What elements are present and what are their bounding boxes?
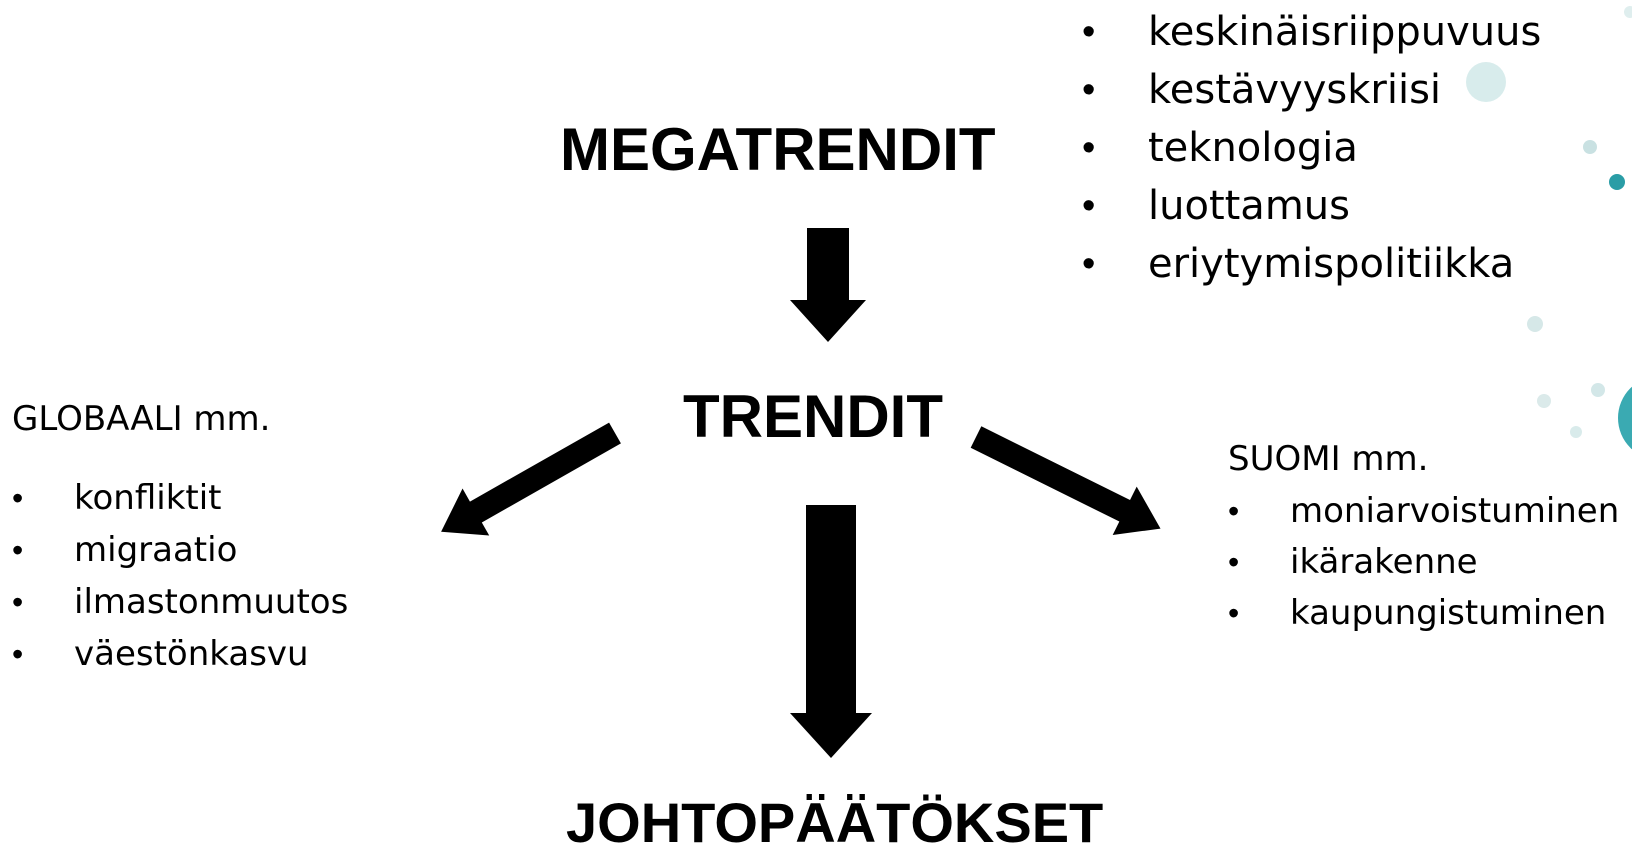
bullet-icon: • (12, 532, 24, 568)
global-trend-list: • konfliktit • migraatio • ilmastonmuutos •… (12, 472, 348, 680)
bullet-icon: • (1082, 185, 1096, 227)
megatrend-label: luottamus (1148, 183, 1350, 229)
decor-dot (1583, 140, 1597, 154)
decor-dot (1527, 316, 1543, 332)
decor-dot (1537, 394, 1551, 408)
megatrendit-heading: MEGATRENDIT (560, 116, 996, 183)
global-title: GLOBAALI mm. (12, 399, 271, 439)
global-trend-label: migraatio (74, 530, 238, 570)
bullet-icon: • (12, 636, 24, 672)
bullet-icon: • (1228, 595, 1240, 631)
decor-dot (1570, 426, 1582, 438)
list-item: • keskinäisriippuvuus (1082, 3, 1541, 61)
bullet-icon: • (1228, 493, 1240, 529)
megatrend-label: eriytymispolitiikka (1148, 241, 1515, 287)
decor-dot (1466, 62, 1506, 102)
arrow-down-trendit-to-johtopaatokset (790, 505, 872, 758)
list-item: • ilmastonmuutos (12, 576, 348, 628)
list-item: • kaupungistuminen (1228, 588, 1619, 639)
global-trend-label: ilmastonmuutos (74, 582, 349, 622)
bullet-icon: • (12, 584, 24, 620)
megatrend-label: kestävyyskriisi (1148, 67, 1442, 113)
arrow-down-megatrendit-to-trendit (790, 228, 866, 342)
decor-dot (1618, 386, 1632, 450)
list-item: • kestävyyskriisi (1082, 61, 1541, 119)
bullet-icon: • (1082, 11, 1096, 53)
list-item: • konfliktit (12, 472, 348, 524)
megatrend-label: teknologia (1148, 125, 1358, 171)
arrow-right-to-finland (970, 426, 1161, 535)
bullet-icon: • (12, 480, 24, 516)
list-item: • ikärakenne (1228, 537, 1619, 588)
finland-trend-label: moniarvoistuminen (1290, 491, 1620, 531)
decor-dot (1591, 383, 1605, 397)
bullet-icon: • (1082, 127, 1096, 169)
decor-dot (1609, 174, 1625, 190)
list-item: • väestönkasvu (12, 628, 348, 680)
bullet-icon: • (1082, 69, 1096, 111)
list-item: • eriytymispolitiikka (1082, 235, 1541, 293)
trendit-heading: TRENDIT (683, 383, 943, 450)
list-item: • luottamus (1082, 177, 1541, 235)
list-item: • moniarvoistuminen (1228, 486, 1619, 537)
finland-trend-list: • moniarvoistuminen • ikärakenne • kaupungi… (1228, 486, 1619, 639)
johtopaatokset-heading: JOHTOPÄÄTÖKSET (566, 791, 1104, 854)
global-trend-label: konfliktit (74, 478, 222, 518)
bullet-icon: • (1082, 243, 1096, 285)
megatrend-list: • keskinäisriippuvuus • kestävyyskriisi • t… (1082, 3, 1541, 293)
bullet-icon: • (1228, 544, 1240, 580)
megatrend-label: keskinäisriippuvuus (1148, 9, 1542, 55)
finland-trend-label: kaupungistuminen (1290, 593, 1607, 633)
finland-trend-label: ikärakenne (1290, 542, 1478, 582)
global-trend-label: väestönkasvu (74, 634, 309, 674)
finland-title: SUOMI mm. (1228, 439, 1429, 479)
arrow-left-to-global (441, 422, 621, 536)
list-item: • migraatio (12, 524, 348, 576)
decor-dot (1624, 6, 1632, 18)
list-item: • teknologia (1082, 119, 1541, 177)
